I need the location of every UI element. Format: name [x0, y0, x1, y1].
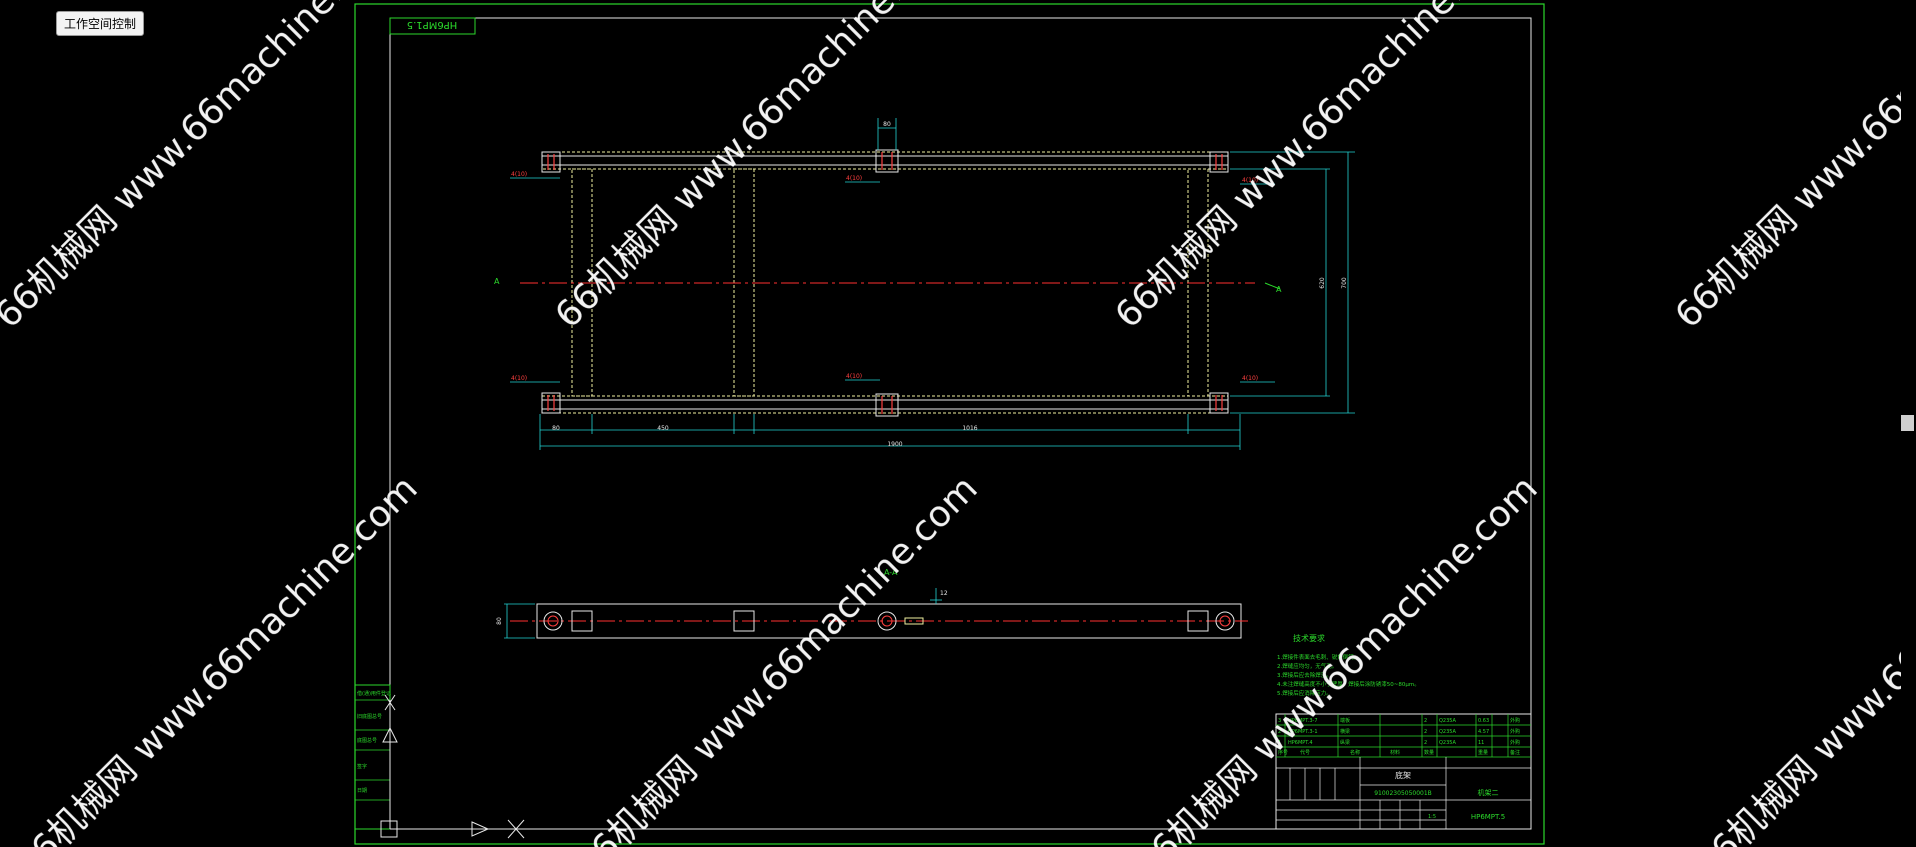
- left-stamp-column: [354, 684, 391, 830]
- left-stamp-label: 签字: [357, 763, 367, 770]
- dim-section-offset: 12: [940, 590, 948, 597]
- parts-cell: 外购: [1510, 728, 1520, 735]
- parts-header-no: 序号: [1278, 749, 1288, 756]
- parts-cell: 11: [1478, 740, 1484, 746]
- scale-value: 1:5: [1428, 814, 1436, 820]
- weld-callout: 4(10): [511, 375, 527, 382]
- section-label: A-A: [884, 568, 898, 577]
- watermark-text: 66机械网 www.66machine.com: [1687, 468, 1916, 847]
- dim-left-offset: 80: [552, 425, 560, 432]
- parts-cell: Q235A: [1439, 740, 1456, 746]
- parts-header-remark: 备注: [1510, 749, 1520, 756]
- parts-cell: HP6MPT.3-1: [1288, 729, 1318, 735]
- drawing-code: 91002305050001B: [1374, 790, 1432, 797]
- weld-callout: 4(10): [1242, 177, 1258, 184]
- section-mark-right: A: [1276, 285, 1282, 294]
- left-stamp-label: 底图总号: [357, 737, 377, 744]
- parts-cell: 横梁: [1340, 728, 1350, 735]
- tech-note: 4.未注焊缝高度不小于壁厚，焊接后涂防锈漆50~80μm。: [1277, 680, 1420, 688]
- parts-cell: 端板: [1340, 717, 1350, 724]
- sheet-code: HP6MPT.5: [1471, 813, 1505, 821]
- stamp-box: [389, 17, 476, 35]
- watermark-text: 66机械网 www.66machine.com: [547, 0, 965, 336]
- tech-note: 3.焊接后应去除焊渣。: [1277, 671, 1332, 679]
- parts-cell: 4.57: [1478, 729, 1489, 735]
- tech-note: 5.焊接后应消除应力。: [1277, 689, 1332, 697]
- watermark-text: 66机械网 www.66machine.com: [1107, 0, 1525, 336]
- dim-top-small: 80: [883, 121, 891, 128]
- parts-cell: 2: [1424, 740, 1427, 746]
- parts-header-weight: 重量: [1478, 749, 1488, 756]
- parts-cell: Q235A: [1439, 718, 1456, 724]
- parts-header-code: 代号: [1300, 749, 1310, 756]
- outer-sheet-frame: [354, 3, 1545, 845]
- dim-height-inner: 620: [1319, 277, 1326, 289]
- watermark-text: 66机械网 www.66machine.com: [567, 468, 985, 847]
- tech-note: 1.焊接件表面去毛刺、锐角倒钝。: [1277, 653, 1359, 661]
- parts-cell: HP6MPT.4: [1288, 740, 1313, 746]
- parts-header-material: 材料: [1390, 749, 1400, 756]
- watermark-text: 66机械网 www.66machine.com: [1667, 0, 1916, 336]
- parts-cell: 0.63: [1478, 718, 1489, 724]
- weld-callout: 4(10): [846, 175, 862, 182]
- dim-overall-length: 1900: [887, 441, 902, 448]
- watermark-text: 66机械网 www.66machine.com: [0, 0, 406, 336]
- parts-cell: 2: [1424, 729, 1427, 735]
- inner-sheet-frame: [389, 17, 1532, 830]
- stamp-text: HP6MP1.5: [407, 19, 457, 30]
- ucs-icon: [380, 694, 525, 839]
- section-mark-left: A: [494, 277, 500, 286]
- parts-cell: Q235A: [1439, 729, 1456, 735]
- tech-note: 2.焊缝应均匀，无气孔。: [1277, 662, 1337, 670]
- left-stamp-label: 借(通)用件登记: [357, 690, 391, 697]
- parts-header-name: 名称: [1350, 749, 1360, 756]
- dim-height-outer: 700: [1341, 277, 1348, 289]
- parts-cell: 1: [1278, 740, 1281, 746]
- scrollbar-thumb[interactable]: [1901, 415, 1914, 431]
- drawing-name: 底架: [1395, 770, 1411, 780]
- plan-view: [520, 149, 1255, 417]
- parts-cell: 3: [1278, 718, 1281, 724]
- tech-requirements-title: 技术要求: [1293, 633, 1325, 643]
- weld-callout: 4(10): [846, 373, 862, 380]
- parts-cell: 外购: [1510, 739, 1520, 746]
- assembly-name: 机架二: [1478, 788, 1499, 797]
- parts-cell: 2: [1424, 718, 1427, 724]
- weld-callout: 4(10): [511, 171, 527, 178]
- dimension-lines: [510, 118, 1355, 450]
- weld-callout: 4(10): [1242, 375, 1258, 382]
- parts-cell: 纵梁: [1340, 739, 1350, 746]
- parts-cell: 2: [1278, 729, 1281, 735]
- dim-section-height: 80: [496, 617, 503, 625]
- workspace-control-button[interactable]: 工作空间控制: [56, 11, 145, 36]
- dim-segment-left: 450: [657, 425, 669, 432]
- dim-segment-right: 1016: [962, 425, 977, 432]
- parts-header-qty: 数量: [1424, 749, 1434, 756]
- parts-cell: HP6MPT.3-7: [1288, 718, 1318, 724]
- left-stamp-label: 旧底图总号: [357, 713, 382, 720]
- title-block: [1275, 713, 1532, 830]
- parts-cell: 外购: [1510, 717, 1520, 724]
- section-view: [504, 588, 1248, 639]
- left-stamp-label: 日期: [357, 788, 367, 794]
